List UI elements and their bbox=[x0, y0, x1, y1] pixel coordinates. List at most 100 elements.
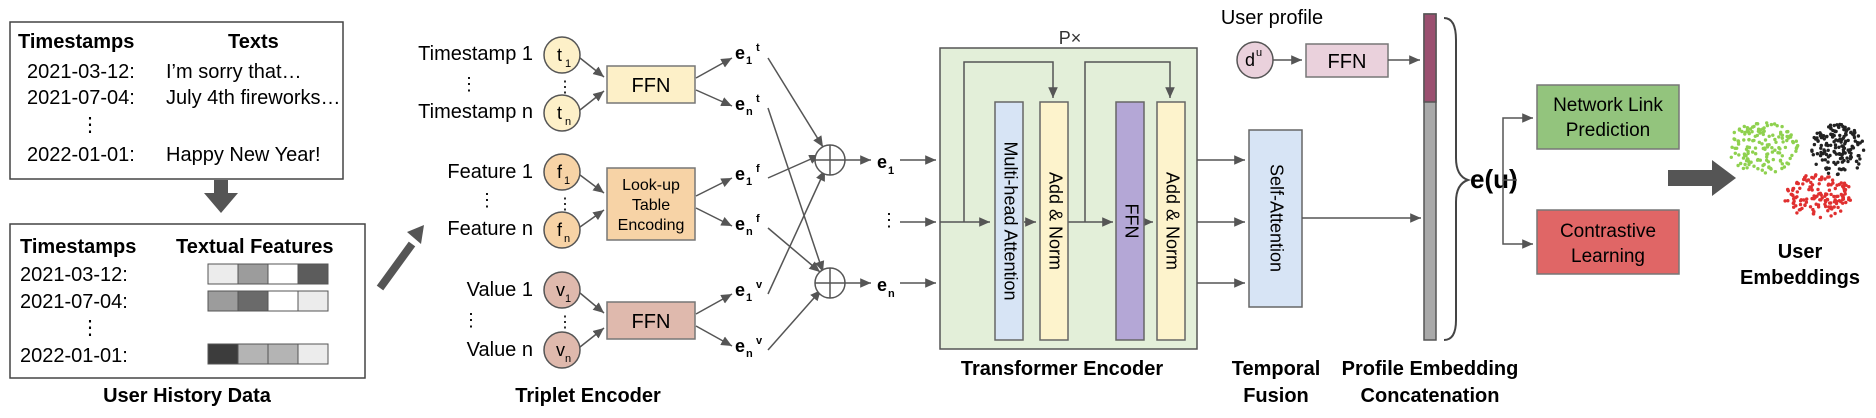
feature-ellipsis: ⋮ bbox=[478, 190, 496, 210]
lookup-table-block bbox=[606, 167, 696, 241]
timestamp-node-sub: n bbox=[565, 116, 571, 128]
ffn-block bbox=[1115, 101, 1145, 341]
enf-letter: e bbox=[735, 214, 745, 234]
embedding-point bbox=[1835, 123, 1839, 127]
embeddings-title-line2: Embeddings bbox=[1740, 267, 1860, 289]
embedding-point bbox=[1861, 148, 1866, 152]
embedding-point bbox=[1783, 145, 1788, 150]
timestamp-node-sub: 1 bbox=[565, 58, 571, 70]
embedding-point bbox=[1832, 149, 1836, 154]
embedding-point bbox=[1747, 162, 1751, 167]
concat-profile-segment bbox=[1423, 13, 1437, 103]
embedding-point bbox=[1747, 159, 1751, 164]
embedding-point bbox=[1770, 146, 1774, 150]
user-profile-label: User profile bbox=[1221, 7, 1323, 29]
embedding-point bbox=[1804, 174, 1808, 178]
embedding-point bbox=[1838, 122, 1842, 127]
temporal-fusion-section: Self-Attention Temporal Fusion bbox=[1197, 129, 1421, 407]
embedding-point bbox=[1834, 129, 1838, 134]
embedding-point bbox=[1833, 143, 1838, 147]
env-sub: n bbox=[746, 348, 753, 360]
embedding-point bbox=[1795, 190, 1800, 194]
timestamp-node-first bbox=[543, 36, 581, 74]
repeat-label: P× bbox=[1059, 28, 1082, 48]
embedding-point bbox=[1741, 156, 1746, 160]
embedding-point bbox=[1760, 168, 1765, 172]
embedding-point bbox=[1761, 130, 1765, 135]
history-title: User History Data bbox=[103, 385, 272, 407]
embedding-point bbox=[1776, 151, 1780, 155]
features-col-features: Textual Features bbox=[176, 236, 333, 258]
embedding-point bbox=[1773, 148, 1777, 152]
embedding-point bbox=[1782, 165, 1787, 169]
embedding-point bbox=[1829, 214, 1833, 218]
feature-vectors bbox=[207, 263, 329, 365]
feature-node-letter: f bbox=[557, 220, 563, 240]
feature-cell bbox=[237, 290, 269, 312]
embedding-point bbox=[1822, 148, 1826, 152]
value-first-label: Value 1 bbox=[467, 279, 533, 301]
lookup-line: Table bbox=[632, 197, 670, 214]
embedding-point bbox=[1790, 192, 1794, 197]
embedding-point bbox=[1860, 139, 1865, 143]
e-ellipsis: ⋮ bbox=[880, 210, 898, 230]
embedding-point bbox=[1733, 151, 1738, 155]
embedding-point bbox=[1783, 199, 1787, 203]
profile-section: User profile d u FFN Profile Embedding C… bbox=[1221, 7, 1518, 407]
embedding-point bbox=[1786, 188, 1790, 192]
embedding-point bbox=[1832, 194, 1836, 199]
embedding-point bbox=[1811, 212, 1816, 216]
embedding-point bbox=[1832, 133, 1836, 138]
env-letter: e bbox=[735, 336, 745, 356]
history-row-date: 2021-07-04: bbox=[27, 87, 135, 109]
user-embeddings-scatter bbox=[1729, 121, 1866, 220]
multihead-attention-label: Multi-head Attention bbox=[1000, 141, 1020, 300]
output-section: e(u) Network Link Prediction Contrastive… bbox=[1470, 84, 1866, 289]
embedding-point bbox=[1858, 157, 1862, 161]
embedding-point bbox=[1778, 147, 1782, 151]
link-prediction-line2: Prediction bbox=[1566, 120, 1651, 141]
embedding-point bbox=[1816, 203, 1821, 207]
embedding-point bbox=[1736, 163, 1740, 168]
eu-label: e(u) bbox=[1470, 164, 1518, 194]
embedding-point bbox=[1795, 211, 1799, 215]
embedding-point bbox=[1745, 166, 1749, 170]
embedding-point bbox=[1767, 134, 1771, 138]
concat-brace bbox=[1443, 17, 1472, 341]
embedding-point bbox=[1821, 134, 1826, 138]
embedding-point bbox=[1824, 135, 1829, 139]
embedding-point bbox=[1730, 145, 1734, 149]
embedding-point bbox=[1797, 208, 1802, 212]
embedding-point bbox=[1762, 126, 1766, 130]
embedding-point bbox=[1796, 181, 1801, 186]
embedding-point bbox=[1837, 167, 1842, 171]
embedding-point bbox=[1765, 121, 1769, 125]
feature-cell bbox=[207, 263, 239, 285]
enf-sup: f bbox=[756, 213, 760, 225]
embedding-point bbox=[1741, 166, 1746, 171]
embedding-point bbox=[1780, 154, 1785, 158]
embedding-point bbox=[1798, 186, 1802, 190]
embedding-point bbox=[1836, 194, 1840, 198]
embedding-point bbox=[1810, 149, 1814, 153]
embedding-point bbox=[1819, 150, 1823, 155]
timestamp-node-letter: t bbox=[557, 45, 562, 65]
embedding-point bbox=[1767, 165, 1771, 170]
embedding-point bbox=[1801, 182, 1805, 186]
embedding-point bbox=[1837, 199, 1842, 203]
embedding-point bbox=[1828, 201, 1832, 205]
embedding-point bbox=[1826, 160, 1830, 164]
embedding-point bbox=[1792, 199, 1796, 203]
ent-sub: n bbox=[746, 106, 753, 118]
embedding-point bbox=[1777, 135, 1781, 139]
value-node-first bbox=[543, 271, 581, 309]
embedding-point bbox=[1822, 137, 1827, 141]
embedding-point bbox=[1839, 181, 1844, 185]
embedding-point bbox=[1771, 157, 1776, 162]
fusion-title-line1: Temporal bbox=[1232, 358, 1321, 380]
contrastive-line2: Learning bbox=[1571, 246, 1645, 267]
history-row-date: 2021-03-12: bbox=[27, 61, 135, 83]
embedding-point bbox=[1792, 197, 1796, 201]
embedding-point bbox=[1779, 132, 1783, 136]
embedding-point bbox=[1818, 134, 1823, 138]
